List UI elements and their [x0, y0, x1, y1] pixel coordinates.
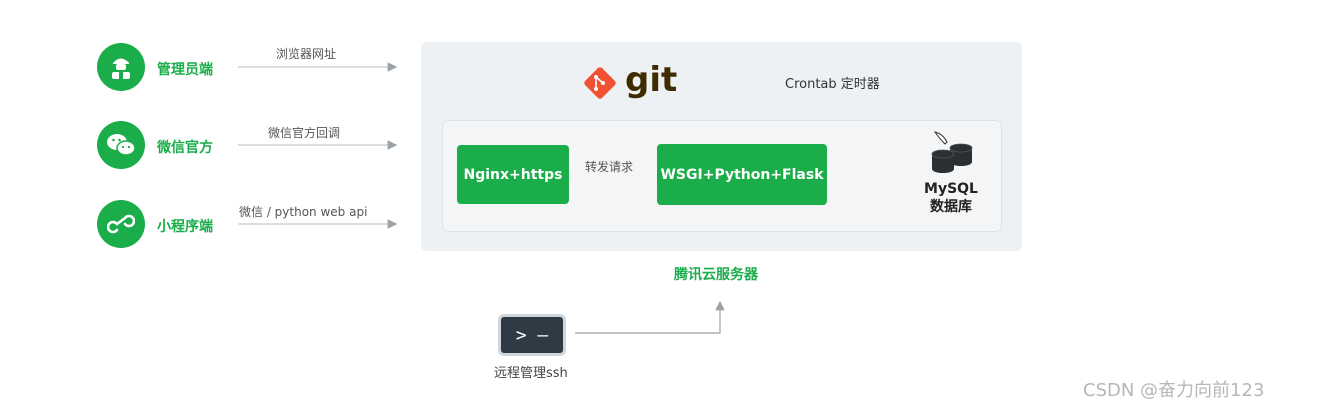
wsgi-box: WSGI+Python+Flask — [657, 144, 827, 205]
arrow-ssh — [575, 300, 725, 334]
arrow-label-admin: 浏览器网址 — [276, 47, 337, 61]
arrow-label-wechat: 微信官方回调 — [268, 126, 341, 140]
admin-user-icon — [97, 43, 145, 91]
watermark: CSDN @奋力向前123 — [1083, 380, 1265, 401]
database-icon — [925, 130, 977, 176]
client-label-wechat: 微信官方 — [157, 140, 213, 156]
forward-label: 转发请求 — [585, 160, 634, 174]
crontab-label: Crontab 定时器 — [785, 77, 880, 92]
db-label-line1: MySQL — [924, 181, 978, 197]
tencent-server-label: 腾讯云服务器 — [674, 267, 758, 283]
terminal-label: 远程管理ssh — [494, 366, 568, 381]
git-text: git — [625, 60, 678, 100]
terminal-icon: > – — [498, 314, 566, 356]
db-label-line2: 数据库 — [930, 199, 972, 215]
client-label-miniprogram: 小程序端 — [157, 219, 213, 235]
arrow-label-miniprogram: 微信 / python web api — [239, 205, 368, 219]
wechat-icon — [97, 121, 145, 169]
db-label: MySQL 数据库 — [918, 180, 984, 216]
nginx-box: Nginx+https — [457, 145, 569, 204]
git-logo-icon — [582, 65, 618, 101]
mini-program-icon — [97, 200, 145, 248]
client-label-admin: 管理员端 — [157, 62, 213, 78]
